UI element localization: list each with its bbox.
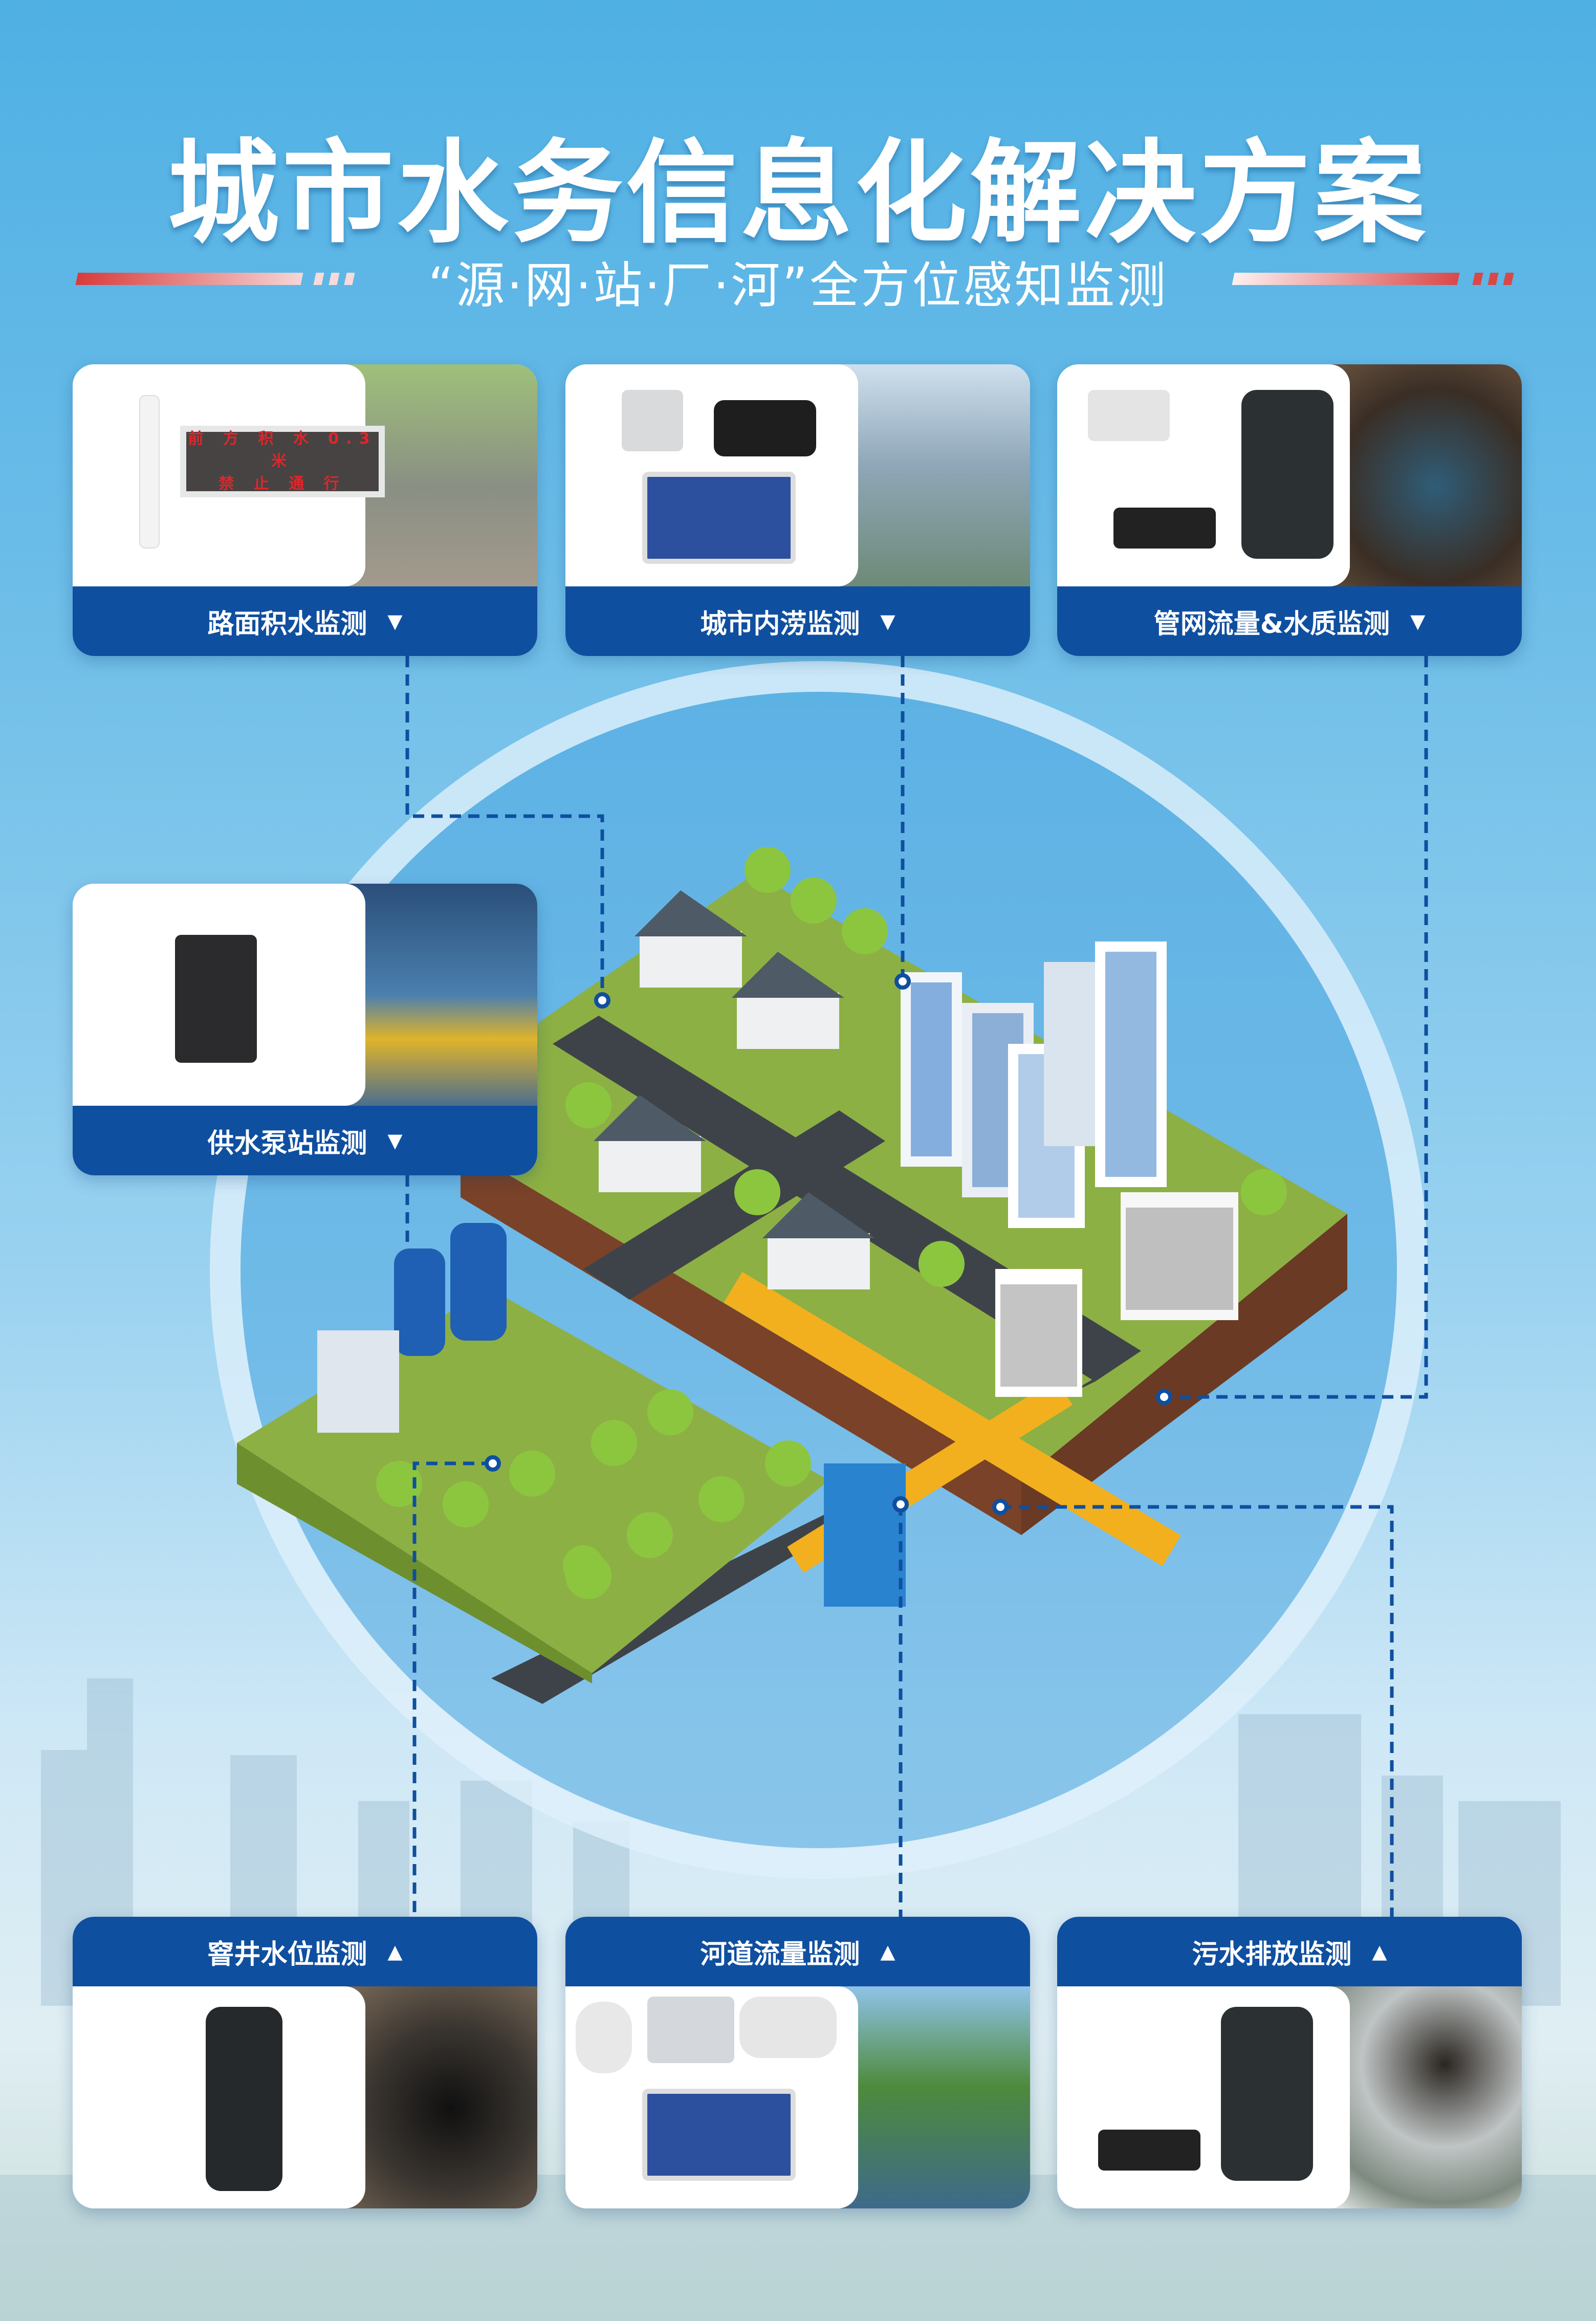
led-line-2: 禁 止 通 行 [218, 475, 346, 493]
soil-front [1021, 1214, 1347, 1535]
cross-road [583, 1110, 885, 1300]
page-title: 城市水务信息化解决方案 [167, 129, 1429, 258]
triangle-up-icon: ▲ [880, 1940, 895, 1963]
card-urban-waterlogging[interactable]: 城市内涝监测 ▼ [565, 364, 1030, 656]
card-label: 城市内涝监测 [700, 608, 860, 640]
card-label-bar: 河道流量监测 ▲ [565, 1917, 1030, 1986]
triangle-down-icon: ▼ [387, 610, 403, 632]
manhole-sensor-photo [1329, 364, 1522, 586]
flowmeter-image [1057, 1986, 1350, 2208]
card-label-bar: 污水排放监测 ▲ [1057, 1917, 1522, 1986]
page-subtitle: “源·网·站·厂·河”全方位感知监测 [428, 257, 1168, 314]
card-label: 河道流量监测 [700, 1939, 860, 1970]
main-road [553, 1016, 1141, 1382]
river-station-photo [838, 1986, 1030, 2208]
card-pump-station[interactable]: 供水泵站监测 ▼ [73, 884, 537, 1175]
plant-edge [237, 1443, 592, 1683]
water-tanks [317, 1223, 507, 1433]
triangle-down-icon: ▼ [387, 1129, 403, 1152]
sewage-outfall-photo [1329, 1986, 1522, 2208]
water-pipe [724, 1272, 1181, 1566]
rtu-device-image [73, 884, 366, 1106]
decor-ticks-right [1472, 273, 1514, 285]
card-label-bar: 路面积水监测 ▼ [73, 586, 537, 656]
halo-ring [210, 661, 1428, 1879]
connector-dots [485, 973, 1172, 1515]
card-pipe-flow-quality[interactable]: 管网流量&水质监测 ▼ [1057, 364, 1522, 656]
card-label-bar: 供水泵站监测 ▼ [73, 1106, 537, 1175]
soil-left [461, 1146, 1021, 1535]
river-waterfall [824, 1463, 906, 1607]
card-manhole-level[interactable]: 窨井水位监测 ▲ [73, 1917, 537, 2208]
card-label: 供水泵站监测 [207, 1128, 367, 1159]
decor-bar-right [1232, 273, 1460, 285]
card-label-bar: 窨井水位监测 ▲ [73, 1917, 537, 1986]
card-label: 污水排放监测 [1192, 1939, 1352, 1970]
skyscrapers [901, 941, 1238, 1397]
led-sign: 前 方 积 水 0.3 米禁 止 通 行 [180, 426, 385, 497]
manhole-photo [345, 1986, 537, 2208]
triangle-down-icon: ▼ [1410, 610, 1426, 632]
triangle-up-icon: ▲ [387, 1940, 403, 1963]
flowmeter-image [1057, 364, 1350, 586]
houses [594, 890, 875, 1289]
card-sewage-discharge[interactable]: 污水排放监测 ▲ [1057, 1917, 1522, 2208]
connector-lines [405, 656, 1428, 1917]
pump-station-photo [345, 884, 537, 1106]
card-river-flow[interactable]: 河道流量监测 ▲ [565, 1917, 1030, 2208]
card-label-bar: 管网流量&水质监测 ▼ [1057, 586, 1522, 656]
card-road-ponding[interactable]: 前 方 积 水 0.3 米禁 止 通 行 路面积水监测 ▼ [73, 364, 537, 656]
card-label: 路面积水监测 [207, 608, 367, 640]
led-line-1: 前 方 积 水 0.3 米 [188, 430, 377, 470]
triangle-up-icon: ▲ [1372, 1940, 1387, 1963]
card-label: 管网流量&水质监测 [1153, 608, 1390, 640]
radar-camera-terminal-image [565, 1986, 859, 2208]
city-platform [461, 873, 1347, 1480]
triangle-down-icon: ▼ [880, 610, 895, 632]
sensor-camera-terminal-image [565, 364, 859, 586]
trees [376, 847, 1287, 1599]
flooded-city-photo [838, 364, 1030, 586]
water-level-sign-image: 前 方 积 水 0.3 米禁 止 通 行 [73, 364, 385, 586]
card-label: 窨井水位监测 [207, 1939, 367, 1970]
level-gauge-image [73, 1986, 366, 2208]
card-label-bar: 城市内涝监测 ▼ [565, 586, 1030, 656]
